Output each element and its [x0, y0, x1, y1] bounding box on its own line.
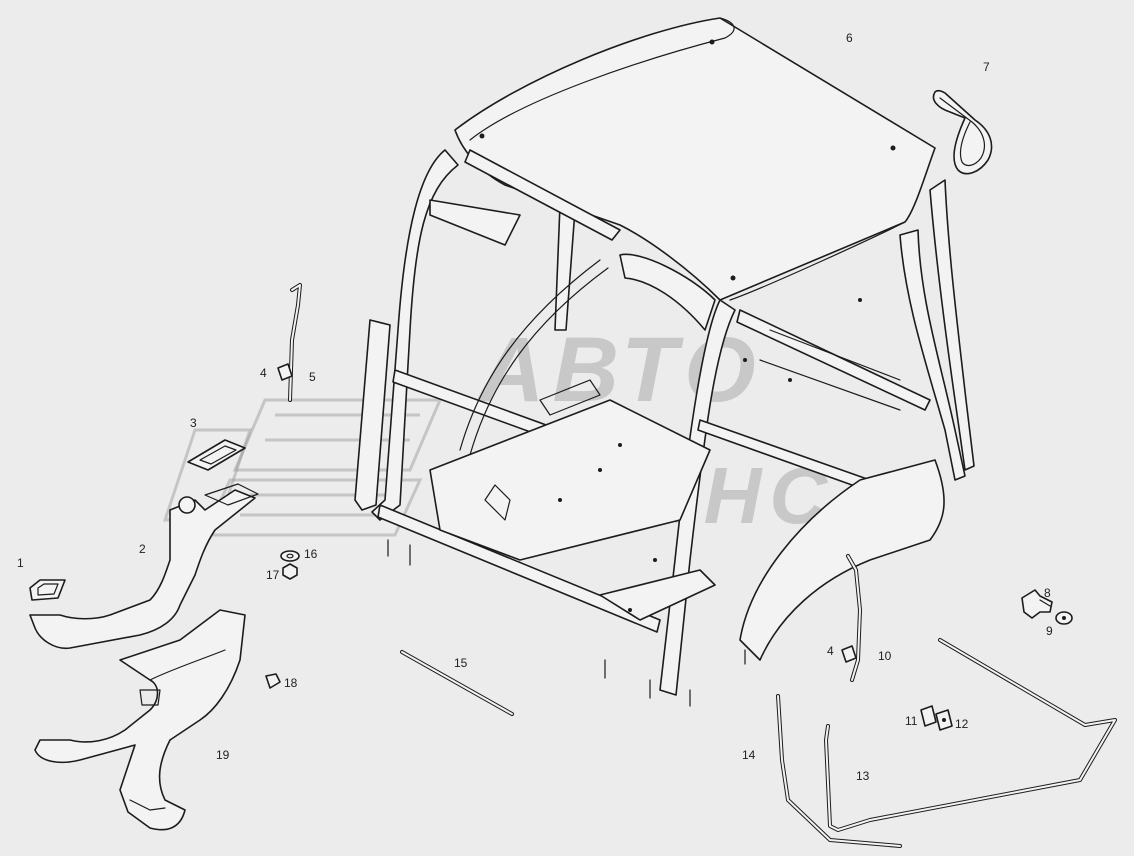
callout-1: 1: [17, 556, 24, 570]
callout-18: 18: [284, 676, 298, 690]
callout-10: 10: [878, 649, 892, 663]
part-cab-frame: [354, 149, 975, 707]
callout-12: 12: [955, 717, 969, 731]
callout-2: 2: [139, 542, 146, 556]
callout-17: 17: [266, 568, 280, 582]
part-13-pipe: [824, 638, 1117, 832]
part-18-screw: [265, 673, 281, 689]
part-9-washer: [1055, 611, 1073, 625]
part-7-seal: [932, 89, 993, 175]
part-17-nut: [282, 563, 298, 580]
callout-4-upper: 4: [260, 366, 267, 380]
part-4-clip-lower: [841, 645, 857, 663]
callout-3: 3: [190, 416, 197, 430]
part-14-pipe: [776, 694, 902, 848]
callout-6: 6: [846, 31, 853, 45]
callout-11: 11: [905, 714, 918, 728]
part-1-gasket: [29, 579, 66, 601]
callout-5: 5: [309, 370, 316, 384]
part-4-clip-upper: [277, 363, 293, 381]
part-6-roof: [454, 17, 936, 301]
callout-13: 13: [856, 769, 870, 783]
part-2-air-duct: [29, 483, 259, 650]
part-16-washer: [280, 550, 300, 562]
callout-16: 16: [304, 547, 318, 561]
part-5-rod: [288, 283, 302, 402]
part-15-rod: [400, 650, 514, 716]
callout-15: 15: [454, 656, 468, 670]
callout-4-lower: 4: [827, 644, 834, 658]
callout-8: 8: [1044, 586, 1051, 600]
part-19-duct-assembly: [34, 609, 246, 831]
part-8-elbow-fitting: [1021, 589, 1053, 619]
part-11-clamp: [920, 705, 937, 727]
part-10-rod: [846, 554, 862, 682]
callout-19: 19: [216, 748, 230, 762]
part-3-gasket: [187, 439, 246, 471]
callout-14: 14: [742, 748, 756, 762]
callout-9: 9: [1046, 624, 1053, 638]
part-12-clamp: [935, 709, 953, 731]
callout-7: 7: [983, 60, 990, 74]
